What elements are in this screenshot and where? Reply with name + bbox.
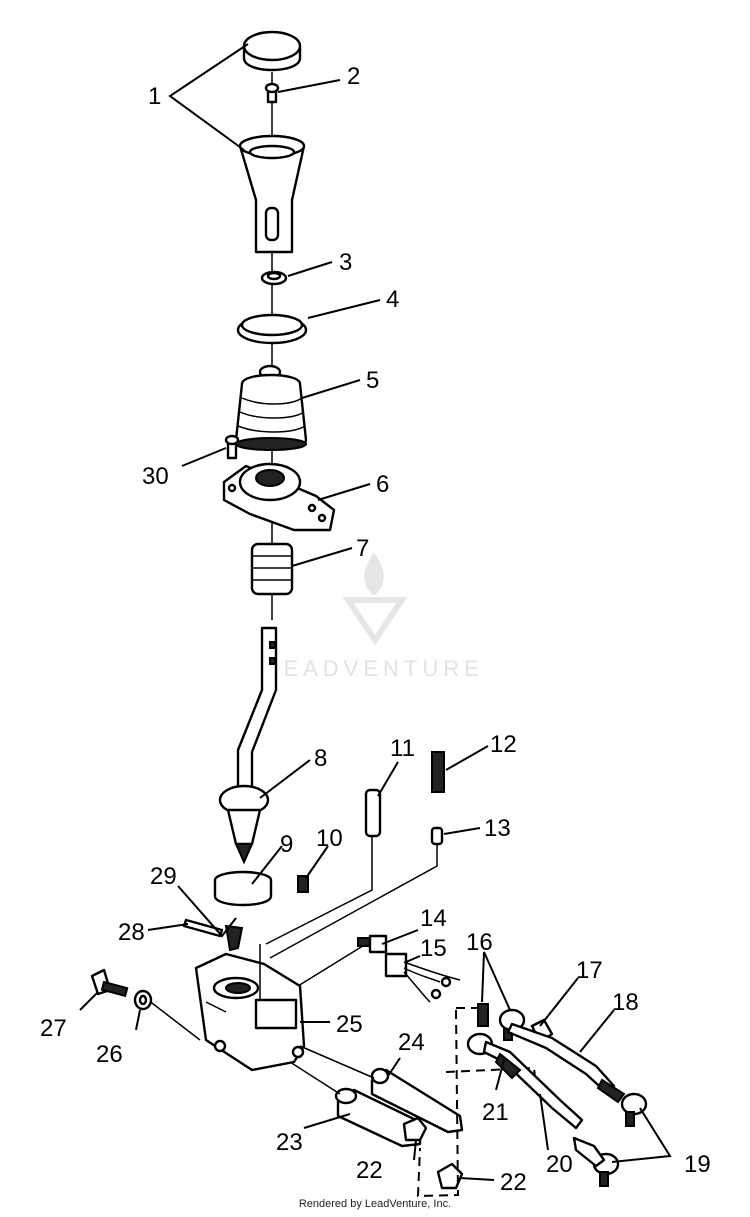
link-rod-part-18 (506, 1022, 626, 1104)
callout-14: 14 (420, 905, 447, 932)
dashed-routing-path-left (416, 1009, 460, 1198)
callout-15: 15 (420, 935, 447, 962)
callout-4: 4 (386, 286, 399, 313)
callout-17: 17 (576, 957, 603, 984)
switch-wires-part-15 (384, 952, 461, 1003)
bellows-part-7 (250, 542, 294, 596)
callout-6: 6 (376, 471, 389, 498)
switch-part-14 (357, 934, 388, 954)
callout-21: 21 (482, 1099, 509, 1126)
callout-5: 5 (366, 367, 379, 394)
callout-labels: 1 2 3 4 5 30 6 7 8 11 12 13 9 10 29 28 1… (40, 63, 711, 1196)
nut-part-22-lower (436, 1162, 464, 1190)
pin-11-guide-line (265, 836, 373, 945)
screw-part-2 (264, 82, 280, 104)
callout-24: 24 (398, 1029, 425, 1056)
rendered-by-credit: Rendered by LeadVenture, Inc. (298, 1198, 452, 1210)
shaft-part-23 (289, 1061, 422, 1148)
nut-part-22-upper (402, 1116, 428, 1142)
leadventure-watermark: LEADVENTURE (266, 552, 484, 681)
callout-13: 13 (484, 815, 511, 842)
callout-23: 23 (276, 1129, 303, 1156)
callout-22-upper: 22 (356, 1157, 383, 1184)
detent-13-guide-line (269, 844, 438, 959)
spring-part-12 (431, 751, 445, 793)
callout-29: 29 (150, 863, 177, 890)
callout-25: 25 (336, 1011, 363, 1038)
callout-30: 30 (142, 463, 169, 490)
callout-9: 9 (280, 831, 293, 858)
collar-part-9 (213, 870, 273, 907)
switch-14-guide-line (297, 943, 367, 987)
large-ring-part-4 (236, 313, 308, 345)
boot-part-5 (234, 364, 308, 451)
callout-12: 12 (490, 731, 517, 758)
detent-part-13 (430, 826, 444, 846)
callout-20: 20 (546, 1151, 573, 1178)
callout-16: 16 (466, 929, 493, 956)
callout-10: 10 (316, 825, 343, 852)
shift-gate-part-29 (224, 924, 244, 952)
shift-housing-part-25 (194, 944, 306, 1072)
bolt-part-27 (90, 968, 129, 998)
shift-knob-part-1 (238, 30, 306, 254)
pin-part-28 (182, 918, 224, 938)
link-rod-part-20 (482, 1040, 584, 1130)
callout-7: 7 (356, 535, 369, 562)
callout-11: 11 (390, 735, 415, 762)
callout-8: 8 (314, 745, 327, 772)
callout-28: 28 (118, 919, 145, 946)
pin-part-11 (364, 788, 382, 838)
shaft-part-24 (299, 1045, 464, 1134)
callout-22-lower: 22 (500, 1169, 527, 1196)
callout-1: 1 (148, 83, 161, 110)
callout-3: 3 (339, 249, 352, 276)
ball-joints-part-19 (572, 1092, 648, 1187)
shift-lever-part-8 (218, 626, 278, 865)
spring-part-10 (297, 875, 309, 893)
callout-26: 26 (96, 1041, 123, 1068)
callout-19: 19 (684, 1151, 711, 1178)
callout-2: 2 (347, 63, 360, 90)
ring-part-3 (260, 270, 288, 286)
washer-part-26 (133, 989, 153, 1011)
shift-plate-part-6 (222, 462, 336, 532)
leader-lines (79, 43, 672, 1181)
callout-18: 18 (612, 989, 639, 1016)
callout-27: 27 (40, 1015, 67, 1042)
bolt-27-guide-line (147, 999, 201, 1041)
watermark-text: LEADVENTURE (266, 656, 484, 681)
screw-part-30 (224, 434, 240, 460)
